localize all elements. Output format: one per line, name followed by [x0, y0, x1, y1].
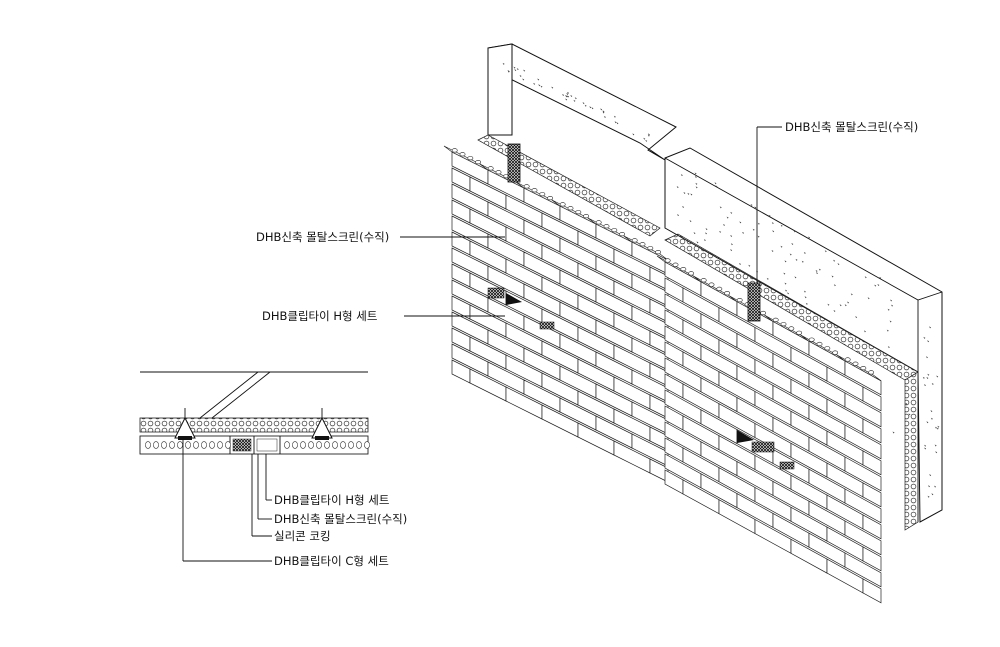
clip-tie-h-grille-mid [539, 321, 555, 330]
label-detail-screen: DHB신축 몰탈스크린(수직) [274, 512, 407, 526]
mortar-screen-right [747, 282, 761, 322]
clip-tie-h-grille-left [487, 287, 505, 299]
callout-left-clip-h: DHB클립타이 H형 세트 [262, 309, 505, 323]
callout-left-screen: DHB신축 몰탈스크린(수직) [256, 230, 505, 244]
clip-tie-h-grille-mid2 [779, 461, 795, 470]
label-detail-caulking: 실리콘 코킹 [274, 529, 331, 543]
clip-tie-h-grille-right [751, 441, 775, 453]
label-detail-clip-c: DHB클립타이 C형 세트 [274, 554, 389, 568]
label-left-screen: DHB신축 몰탈스크린(수직) [256, 230, 389, 244]
mortar-screen-left [507, 143, 521, 183]
callout-right-screen: DHB신축 몰탈스크린(수직) [756, 120, 918, 283]
label-right-screen: DHB신축 몰탈스크린(수직) [785, 120, 918, 134]
plan-section-detail: DHB클립타이 H형 세트 DHB신축 몰탈스크린(수직) 실리콘 코킹 DHB… [139, 371, 407, 568]
label-left-clip-h: DHB클립타이 H형 세트 [262, 309, 377, 323]
label-detail-clip-h: DHB클립타이 H형 세트 [274, 493, 389, 507]
concrete-wall-left [487, 43, 677, 161]
clip-tie-h-marker-right [737, 430, 754, 443]
insulation-layer [477, 134, 919, 531]
brick-panel-right [656, 255, 882, 604]
clip-tie-h-marker-left [506, 293, 522, 305]
brick-panel-left [443, 145, 669, 483]
